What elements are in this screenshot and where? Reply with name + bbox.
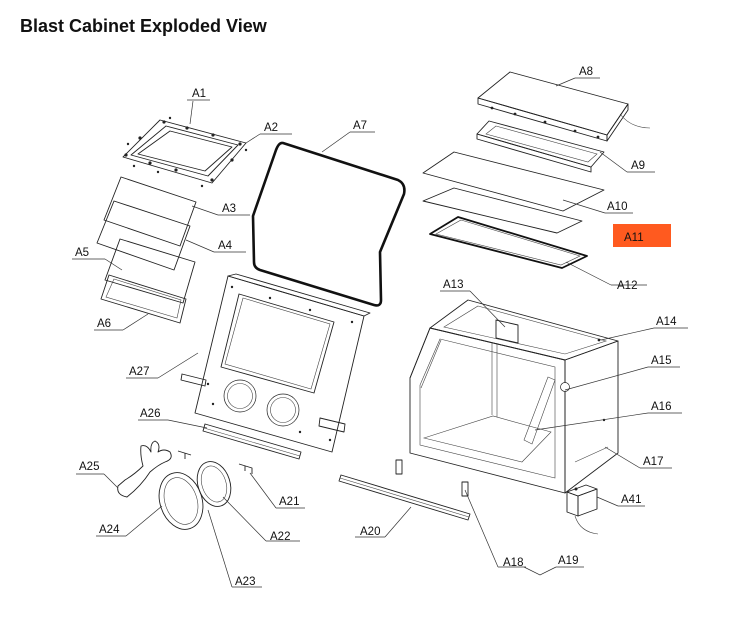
label-a11: A11 <box>624 232 644 244</box>
part-light-bracket <box>476 120 605 173</box>
page-title: Blast Cabinet Exploded View <box>20 16 267 36</box>
label-a16: A16 <box>651 401 671 413</box>
label-a3: A3 <box>222 203 236 215</box>
label-a8: A8 <box>579 66 593 78</box>
part-glove-rings <box>158 461 232 530</box>
part-latch <box>395 459 469 497</box>
label-a12: A12 <box>617 280 637 292</box>
part-hinge-bar <box>202 423 302 460</box>
label-a24: A24 <box>99 524 120 536</box>
label-a10: A10 <box>607 201 627 213</box>
label-a17: A17 <box>643 456 663 468</box>
label-a7: A7 <box>353 120 367 132</box>
part-light-plates <box>422 151 605 269</box>
label-a41: A41 <box>621 494 641 506</box>
label-a5: A5 <box>75 247 89 259</box>
part-glove <box>117 440 172 498</box>
part-clamp <box>177 450 253 474</box>
label-a4: A4 <box>218 240 233 252</box>
label-a2: A2 <box>264 122 278 134</box>
label-a19: A19 <box>558 555 578 567</box>
highlight-box-a11 <box>613 224 671 247</box>
label-a13: A13 <box>443 279 463 291</box>
part-inner-bracket <box>495 319 519 344</box>
part-front-panel <box>180 273 371 453</box>
label-a21: A21 <box>279 496 299 508</box>
part-cabinet-body <box>409 299 619 494</box>
part-window-frame <box>122 116 248 188</box>
label-a27: A27 <box>129 366 149 378</box>
label-a1: A1 <box>192 88 206 100</box>
label-a6: A6 <box>97 318 111 330</box>
part-door-gasket <box>251 141 406 307</box>
label-a20: A20 <box>360 526 380 538</box>
label-a15: A15 <box>651 355 671 367</box>
part-door-rail <box>338 474 471 521</box>
label-a9: A9 <box>631 160 645 172</box>
leader-lines <box>72 77 688 588</box>
label-a14: A14 <box>656 316 677 328</box>
label-a22: A22 <box>270 531 290 543</box>
part-switch-box <box>566 484 599 535</box>
part-glass-stack <box>96 176 197 324</box>
label-a25: A25 <box>79 461 99 473</box>
part-labels: A1 A2 A3 A4 A5 A6 A7 A8 A9 A10 A11 A12 A… <box>75 66 677 588</box>
label-a18: A18 <box>503 557 523 569</box>
part-light-housing <box>477 71 651 142</box>
label-a26: A26 <box>140 408 160 420</box>
label-a23: A23 <box>235 576 255 588</box>
